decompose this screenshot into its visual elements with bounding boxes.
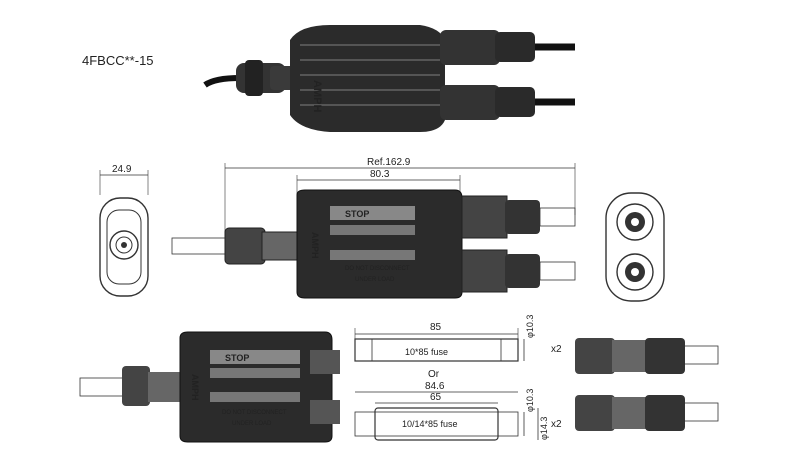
fuse-a: 85 10*85 fuse φ10.3 <box>354 315 535 362</box>
stop-label-exploded: STOP <box>225 353 249 363</box>
or-text: Or <box>428 369 440 380</box>
fuse-dia-a: φ10.3 <box>525 315 535 338</box>
fuse-length-b: 84.6 <box>425 381 445 392</box>
exploded-body: STOP DO NOT DISCONNECT UNDER LOAD AMPH <box>79 331 340 443</box>
warning-line1-exploded: DO NOT DISCONNECT <box>222 410 287 416</box>
side-view-center: Ref.162.9 80.3 STOP DO NOT DISCONNECT UN… <box>171 157 576 299</box>
warning-line2-exploded: UNDER LOAD <box>232 421 272 427</box>
ref-length-dim: Ref.162.9 <box>367 157 411 168</box>
fuse-b: 84.6 65 10/14*85 fuse φ10.3 φ14.3 <box>354 381 549 441</box>
end-view-right <box>605 192 665 302</box>
qty-a: x2 <box>551 344 562 355</box>
brand-mark-photo: AMPH <box>311 80 323 112</box>
end-width-dim: 24.9 <box>112 164 132 175</box>
fuse-label-a: 10*85 fuse <box>405 347 448 357</box>
branch-connector-lower <box>575 395 719 431</box>
warning-line1-side: DO NOT DISCONNECT <box>345 266 410 272</box>
brand-mark-exploded: AMPH <box>190 374 200 401</box>
fuse-length-a: 85 <box>430 322 442 333</box>
branch-connector-upper <box>575 338 719 374</box>
qty-b: x2 <box>551 419 562 430</box>
body-length-dim: 80.3 <box>370 169 390 180</box>
fuse-label-b: 10/14*85 fuse <box>402 419 458 429</box>
fuse-dia-b-inner: φ10.3 <box>525 389 535 412</box>
fuse-dia-b-outer: φ14.3 <box>539 417 549 440</box>
fuse-inner-b: 65 <box>430 392 442 403</box>
model-code: 4FBCC**-15 <box>82 53 154 68</box>
brand-mark-side: AMPH <box>310 232 320 259</box>
end-view-left: 24.9 <box>99 164 149 297</box>
product-photo: AMPH <box>203 25 575 132</box>
stop-label-side: STOP <box>345 209 369 219</box>
warning-line2-side: UNDER LOAD <box>355 277 395 283</box>
